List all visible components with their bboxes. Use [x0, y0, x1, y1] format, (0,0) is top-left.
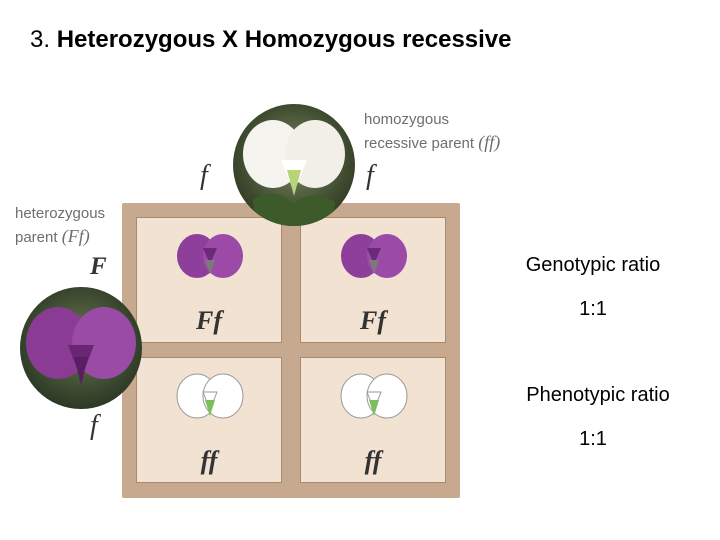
punnett-genotype: ff [200, 446, 218, 475]
punnett-square: Ff Ff ff ff [122, 203, 460, 498]
heterozygous-allele-bottom: f [90, 410, 98, 441]
genotypic-ratio-label: Genotypic ratio [525, 254, 661, 276]
heterozygous-caption-line1: heterozygous [15, 205, 106, 222]
recessive-caption-line1: homozygous [364, 111, 450, 128]
purple-flower-icon [177, 234, 243, 278]
purple-flower-icon [26, 307, 136, 385]
punnett-genotype: Ff [360, 306, 386, 335]
white-flower-icon [176, 373, 244, 419]
phenotypic-ratio-label: Phenotypic ratio [526, 384, 670, 406]
heterozygous-allele-top: F [90, 253, 107, 280]
title-text: Heterozygous X Homozygous recessive [56, 26, 512, 53]
punnett-cell-2: Ff [300, 217, 446, 343]
heterozygous-caption-line2: parent [15, 229, 58, 246]
slide-title: 3. Heterozygous X Homozygous recessive [30, 26, 512, 54]
heterozygous-parent-photo [20, 287, 142, 409]
genotypic-ratio-value: 1:1 [579, 298, 607, 320]
white-flower-icon [243, 120, 345, 226]
punnett-genotype: Ff [196, 306, 222, 335]
phenotypic-ratio-value: 1:1 [579, 428, 607, 450]
recessive-genotype: (ff) [478, 132, 501, 152]
punnett-cell-3: ff [136, 357, 282, 483]
purple-flower-icon [341, 234, 407, 278]
recessive-parent-photo [233, 104, 355, 226]
heterozygous-parent-caption: heterozygous parent (Ff) [15, 202, 105, 249]
white-flower-icon [340, 373, 408, 419]
recessive-allele-left: f [200, 160, 208, 191]
title-number: 3. [30, 26, 51, 53]
punnett-cell-4: ff [300, 357, 446, 483]
punnett-cell-1: Ff [136, 217, 282, 343]
recessive-caption-line2: recessive parent [364, 135, 475, 152]
recessive-allele-right: f [366, 160, 374, 191]
punnett-genotype: ff [364, 446, 382, 475]
recessive-parent-caption: homozygous recessive parent (ff) [364, 108, 500, 155]
heterozygous-genotype: (Ff) [61, 226, 90, 246]
